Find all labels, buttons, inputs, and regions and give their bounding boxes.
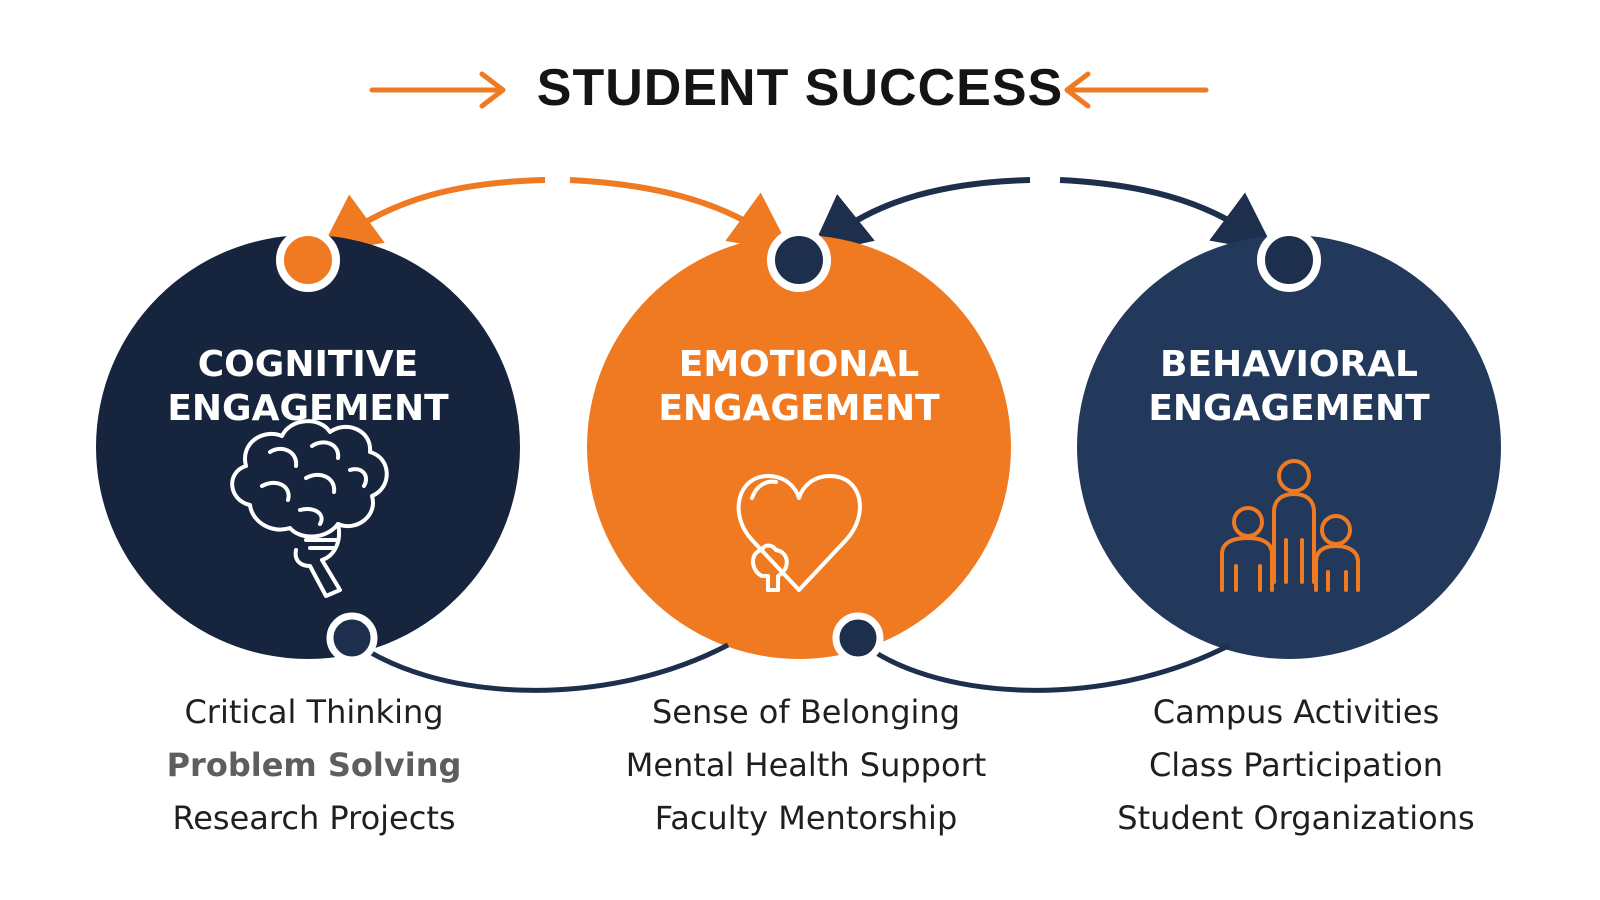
title-arrow-left — [369, 71, 506, 109]
node-bottom-emotional — [832, 612, 884, 664]
node-top-cognitive — [276, 228, 340, 292]
brain-icon — [230, 419, 389, 598]
cognitive-circle — [96, 235, 520, 659]
node-top-behavioral — [1257, 228, 1321, 292]
behavioral-label: BEHAVIORAL ENGAGEMENT — [1109, 343, 1469, 431]
cognitive-items: Critical Thinking Problem Solving Resear… — [94, 686, 534, 845]
emotional-items: Sense of Belonging Mental Health Support… — [586, 686, 1026, 845]
arc-top-to-emotional — [569, 177, 792, 253]
node-top-emotional — [767, 228, 831, 292]
emotional-label-line1: EMOTIONAL — [678, 344, 920, 385]
list-item: Problem Solving — [166, 746, 462, 784]
list-item: Mental Health Support — [625, 746, 987, 784]
node-bottom-cognitive — [326, 612, 378, 664]
list-item: Research Projects — [172, 799, 456, 837]
emotional-label: EMOTIONAL ENGAGEMENT — [619, 343, 979, 431]
arc-behavioral-to-emotional — [809, 177, 1031, 256]
page-title: STUDENT SUCCESS — [536, 59, 1064, 117]
list-item: Faculty Mentorship — [654, 799, 958, 837]
emotional-label-line2: ENGAGEMENT — [658, 388, 940, 429]
cognitive-label-line2: ENGAGEMENT — [167, 388, 449, 429]
behavioral-circle — [1077, 235, 1501, 659]
bottom-curve-cognitive-emotional — [350, 638, 730, 693]
list-item: Class Participation — [1148, 746, 1444, 784]
cognitive-label-line1: COGNITIVE — [197, 344, 419, 385]
emotional-circle — [587, 235, 1011, 659]
arc-emotional-to-cognitive — [318, 177, 546, 255]
list-item: Critical Thinking — [184, 693, 444, 731]
behavioral-label-line2: ENGAGEMENT — [1148, 388, 1430, 429]
heart-icon — [736, 474, 862, 592]
list-item: Student Organizations — [1117, 799, 1475, 837]
title-arrow-right — [1064, 71, 1209, 109]
behavioral-label-line1: BEHAVIORAL — [1160, 344, 1418, 385]
bottom-curve-emotional-behavioral — [856, 638, 1232, 693]
cognitive-label: COGNITIVE ENGAGEMENT — [128, 343, 488, 431]
behavioral-items: Campus Activities Class Participation St… — [1076, 686, 1516, 845]
list-item: Campus Activities — [1152, 693, 1440, 731]
list-item: Sense of Belonging — [651, 693, 960, 731]
people-group-icon — [1220, 459, 1360, 592]
arc-top-to-behavioral — [1059, 177, 1276, 253]
